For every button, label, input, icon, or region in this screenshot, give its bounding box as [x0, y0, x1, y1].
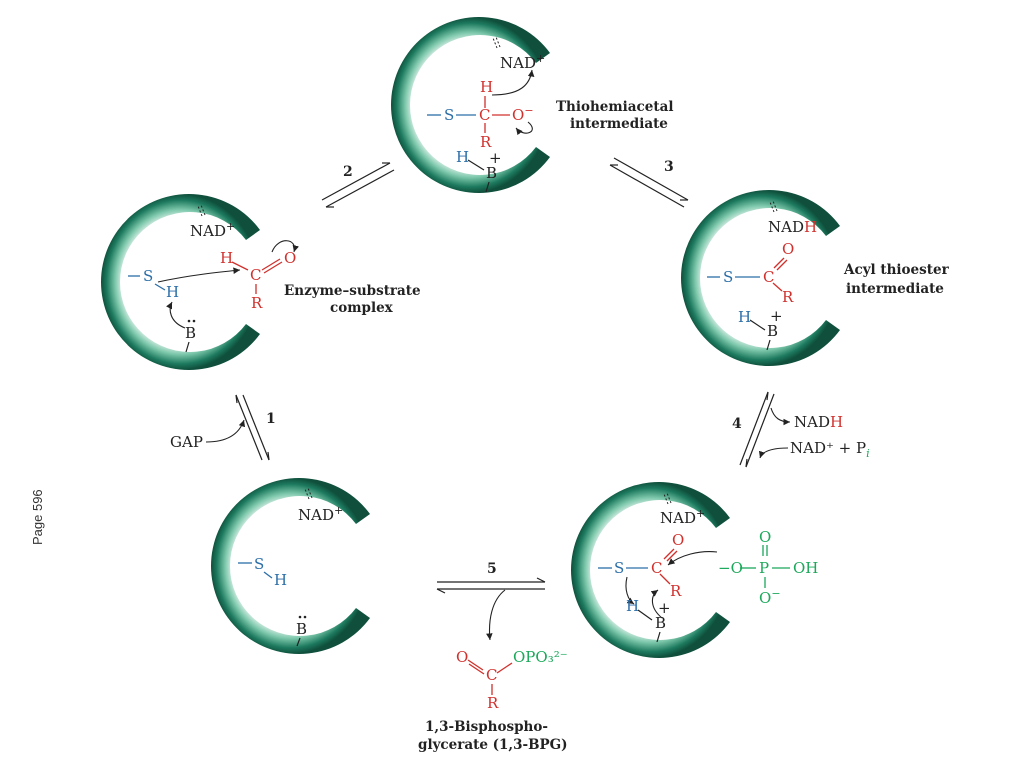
svg-text:C: C [763, 268, 774, 286]
acyl-label-1: Acyl thioester [843, 262, 950, 278]
nadh-text: NADH [768, 218, 817, 236]
svg-text:B: B [655, 614, 666, 632]
step-3-equilibrium: 3 [609, 157, 689, 208]
svg-text:H: H [456, 148, 469, 166]
svg-text:+: + [489, 149, 502, 167]
step-3-number: 3 [664, 159, 674, 175]
svg-text:O: O [456, 648, 468, 666]
step-4-equilibrium: 4 NADH NAD⁺ + Pi [732, 391, 870, 468]
step-1-number: 1 [266, 411, 276, 427]
svg-text:C: C [250, 266, 261, 284]
svg-text:S: S [254, 555, 264, 573]
svg-text:−O: −O [718, 559, 743, 577]
nad-plus-text-2: NAD+ [190, 220, 235, 240]
thiohemiacetal-label-2: intermediate [570, 116, 668, 132]
step-5-number: 5 [487, 561, 497, 577]
svg-text:B: B [185, 324, 196, 342]
svg-text:P: P [759, 559, 769, 577]
svg-text:H: H [166, 283, 179, 301]
svg-text:S: S [614, 559, 624, 577]
svg-text:O−: O− [759, 587, 781, 607]
svg-text:B: B [486, 164, 497, 182]
svg-text:O: O [782, 240, 794, 258]
nad-plus-text-4: NAD+ [660, 507, 705, 527]
free-enzyme-state: NAD+ S H B [238, 487, 343, 647]
svg-text:O: O [759, 528, 771, 546]
svg-text:S: S [143, 267, 153, 285]
svg-text:H: H [738, 308, 751, 326]
phosphorolysis-state: NAD+ O S C R −O P OH O O− H B + [598, 492, 818, 643]
svg-text:S: S [444, 106, 454, 124]
nad-plus-text: NAD+ [500, 52, 545, 72]
enzyme-free [211, 478, 370, 654]
page-number-label: Page 596 [30, 489, 45, 545]
thiohemiacetal-state: NAD+ H S C O− R H B + Thiohemiacetal int… [427, 36, 673, 193]
svg-text:+: + [770, 307, 783, 325]
es-complex-label-1: Enzyme–substrate [284, 283, 421, 299]
enzyme-acyl-thioester [681, 190, 840, 366]
es-complex-label-2: complex [330, 300, 394, 316]
product-phosphate-group: OPO₃²⁻ [513, 648, 568, 666]
svg-text:S: S [723, 268, 733, 286]
svg-text:R: R [480, 133, 492, 151]
svg-text:H: H [274, 571, 287, 589]
svg-text:C: C [479, 106, 490, 124]
nadh-out-text: NADH [794, 413, 843, 431]
svg-text:H: H [480, 78, 493, 96]
svg-text:O: O [284, 249, 296, 267]
product-13bpg: O C OPO₃²⁻ R 1,3-Bisphospho- glycerate (… [418, 648, 568, 753]
svg-text:R: R [251, 294, 263, 312]
product-name-2: glycerate (1,3-BPG) [418, 737, 568, 753]
enzyme-substrate-complex [101, 194, 260, 370]
nad-pi-reagent: NAD⁺ + Pi [790, 439, 870, 460]
svg-text:+: + [658, 599, 671, 617]
svg-text:O−: O− [512, 104, 534, 124]
svg-text:R: R [782, 288, 794, 306]
product-name-1: 1,3-Bisphospho- [425, 719, 548, 735]
nad-plus-text-3: NAD+ [298, 504, 343, 524]
svg-text:R: R [670, 582, 682, 600]
svg-text:OH: OH [793, 559, 818, 577]
svg-text:B: B [296, 620, 307, 638]
enzyme-substrate-state: NAD+ S H B H C O R Enzyme–substrate comp… [128, 204, 421, 353]
svg-text:C: C [486, 666, 497, 684]
step-5-equilibrium: 5 [436, 561, 546, 641]
gap-reagent: GAP [170, 433, 203, 451]
svg-text:B: B [767, 322, 778, 340]
step-2-equilibrium: 2 [321, 162, 395, 208]
svg-text:H: H [626, 597, 639, 615]
step-4-number: 4 [732, 416, 742, 432]
acyl-label-2: intermediate [846, 281, 944, 297]
svg-text:H: H [220, 249, 233, 267]
acyl-thioester-state: NADH O S C R H B + Acyl thioester interm… [707, 200, 950, 351]
step-2-number: 2 [343, 164, 353, 180]
svg-text:O: O [672, 531, 684, 549]
step-1-equilibrium: 1 GAP [170, 394, 276, 461]
svg-text:R: R [487, 694, 499, 712]
svg-text:C: C [651, 559, 662, 577]
thiohemiacetal-label-1: Thiohemiacetal [556, 99, 673, 115]
